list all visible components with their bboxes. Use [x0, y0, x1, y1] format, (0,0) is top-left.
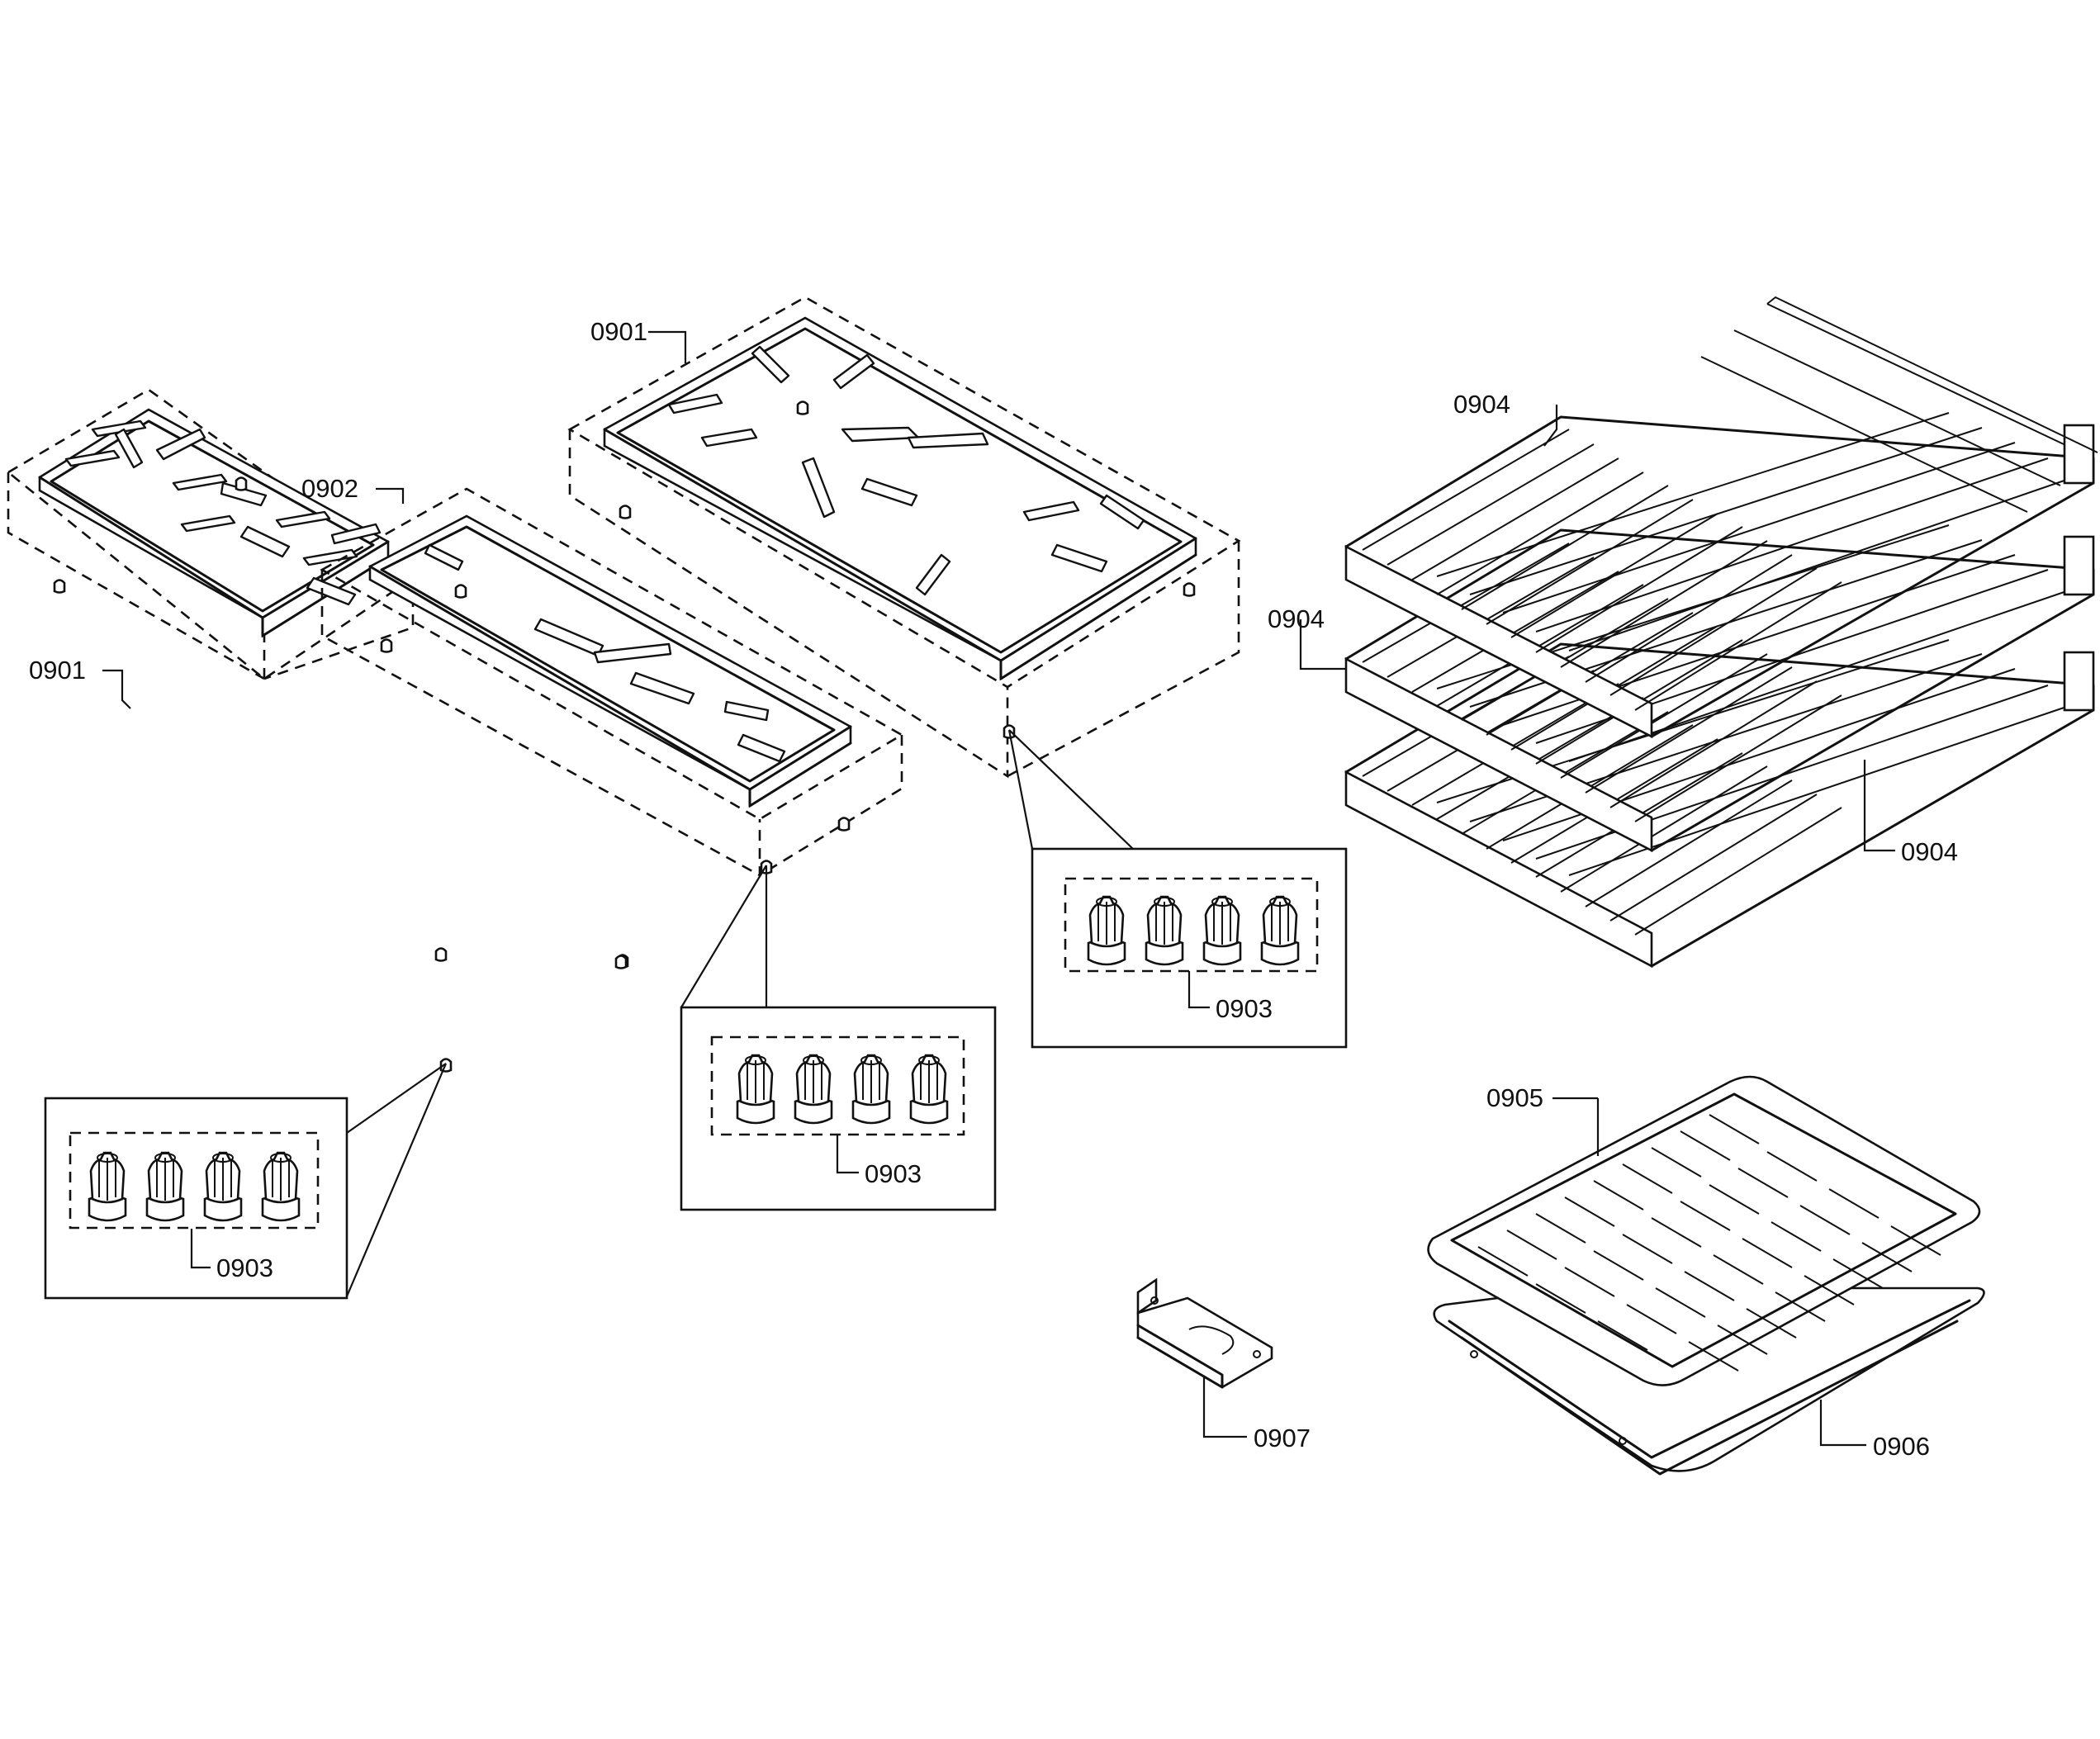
burner-grate-left: [6, 388, 629, 1073]
foot-set-right: 0903: [1007, 729, 1348, 1049]
oven-rack-top: [1344, 296, 2098, 739]
foot-set-middle: 0903: [680, 865, 997, 1211]
callout-0904-top: 0904: [1453, 390, 1510, 419]
bracket: 0907: [1136, 1277, 1311, 1452]
callout-0907: 0907: [1254, 1424, 1311, 1452]
callout-0903-right: 0903: [1216, 994, 1273, 1023]
callout-0903-middle: 0903: [865, 1159, 922, 1188]
oven-rack-bottom: [1344, 639, 2095, 969]
callout-0905: 0905: [1486, 1083, 1543, 1112]
callout-0904-bottom: 0904: [1901, 837, 1958, 866]
grate-callouts: 0901 0901 0902: [29, 317, 687, 709]
broil-pan-assembly: 0906 0905: [1427, 1075, 1985, 1476]
oven-racks: 0904 0904 0904: [1268, 296, 2098, 969]
burner-grate-middle: [320, 487, 904, 878]
callout-0903-left: 0903: [216, 1253, 273, 1282]
broil-grid: 0905: [1427, 1075, 1981, 1386]
callout-0906: 0906: [1873, 1432, 1930, 1461]
callout-0901-left: 0901: [29, 656, 86, 685]
foot-set-left: 0903: [44, 1063, 448, 1300]
oven-rack-middle: [1344, 524, 2095, 853]
callout-0904-middle: 0904: [1268, 604, 1325, 633]
burner-grate-top: [567, 296, 1241, 779]
callout-0901-top: 0901: [590, 317, 647, 346]
broil-grid-slots: [1477, 1114, 1941, 1372]
callout-0902: 0902: [301, 474, 358, 503]
